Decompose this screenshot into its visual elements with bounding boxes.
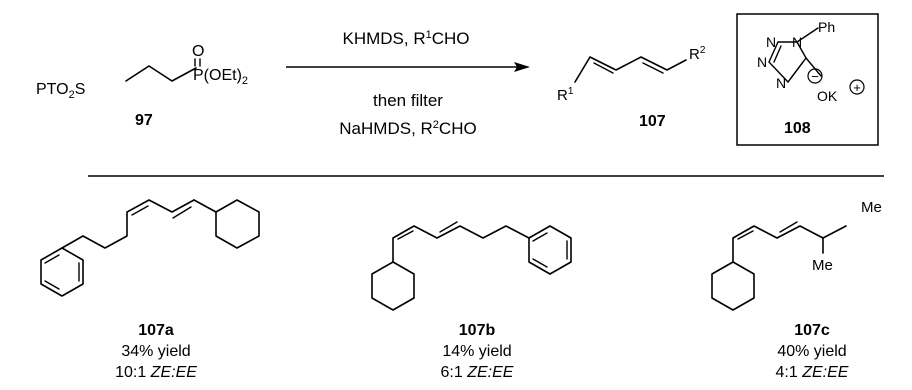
z-double-bond-107a [131,205,149,216]
product-z-double-bond [593,62,614,74]
cyclohexyl-ring-107a [215,199,260,249]
z-double-bond-107c [737,230,754,240]
e-double-bond-107c [779,221,798,233]
c-o-bond [805,57,822,77]
conditions-line-2: then filter [373,91,443,110]
chain-107b [392,225,530,263]
product-e-double-bond [642,62,664,74]
compound-number-107b: 107b [459,322,496,339]
tetrazole-double-bond-a [773,45,782,63]
tetrazole-n-4: N [776,75,786,91]
caption-107c: 107c 40% yield 4:1 ZE:EE [776,322,849,381]
phenyl-ring-107b [528,225,572,275]
methyl-label-top: Me [861,199,882,216]
product-107: R1 R2 107 [557,45,706,130]
conditions-line-1: KHMDS, R1CHO [342,29,469,48]
phenyl-label: Ph [818,19,835,35]
ratio-107b: 6:1 ZE:EE [441,364,514,381]
conditions-line-3: NaHMDS, R2CHO [339,119,476,138]
cyclohexyl-ring-107c [711,261,755,311]
arrow-head [514,62,530,72]
yield-107a: 34% yield [121,343,190,360]
phenyl-107a-db3 [44,280,60,290]
plus-charge: + [853,80,861,95]
example-107b-structure [371,221,572,311]
phenyl-107b-db3 [532,258,548,268]
tetrazole-n-2: N [792,34,802,50]
compound-number-107: 107 [639,113,666,130]
phenyl-107a-db2 [44,254,60,264]
minus-charge: − [811,69,819,84]
compound-number-108: 108 [784,120,811,137]
e-double-bond-107b [439,221,458,233]
phosphonate-label: P(OEt)2 [193,67,248,87]
ratio-107a: 10:1 ZE:EE [115,364,197,381]
tetrazole-n-3: N [757,54,767,70]
cyclohexyl-attach-107a [193,199,217,213]
example-107a-structure [40,199,260,297]
caption-107a: 107a 34% yield 10:1 ZE:EE [115,322,197,381]
minus-charge-circle [807,68,823,84]
product-r1-label: R1 [557,86,574,104]
ratio-107c: 4:1 ZE:EE [776,364,849,381]
reaction-arrow-group: KHMDS, R1CHO then filter NaHMDS, R2CHO [286,29,530,138]
plus-charge-circle [849,79,865,95]
z-double-bond-107b [397,230,414,240]
yield-107c: 40% yield [777,343,846,360]
compound-number-97: 97 [135,112,153,129]
salt-108-box: N N N N Ph − + OK 108 [736,13,879,146]
reagent-97: PTO2S O P(OEt)2 97 [36,43,248,129]
compound-number-107c: 107c [794,322,830,339]
compound-number-107a: 107a [138,322,174,339]
phenyl-107b-db1 [532,232,548,242]
caption-107b: 107b 14% yield 6:1 ZE:EE [441,322,514,381]
phosphoryl-oxygen-label: O [192,43,204,60]
phenyl-ring-107a [40,247,84,297]
potassium-oxide-label: OK [817,88,838,104]
reagent-so2-label: PTO2S [36,81,85,101]
reagent-ethylene-bond [125,65,197,82]
salt-box-border [736,13,879,146]
example-107c-structure: Me Me [711,199,882,311]
methyl-label-bottom: Me [812,257,833,274]
tetrazole-double-bond-b [790,61,804,79]
tetrazole-n-1: N [766,34,776,50]
chain-107a [61,199,195,249]
n-phenyl-bond [796,27,819,43]
e-double-bond-107a [172,206,192,219]
cyclohexyl-ring-107b [371,261,415,311]
product-r2-label: R2 [689,45,706,63]
yield-107b: 14% yield [442,343,511,360]
product-diene-chain [574,56,687,83]
